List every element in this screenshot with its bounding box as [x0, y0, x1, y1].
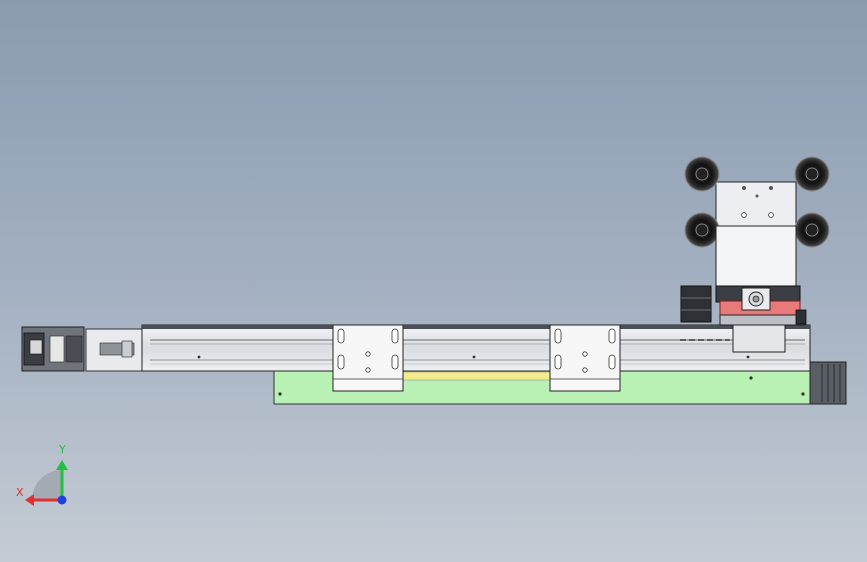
- base-hole: [749, 376, 753, 380]
- motor-detail: [49, 335, 65, 363]
- roller-wheel-bottom-left: [684, 212, 720, 248]
- rail-body: [141, 324, 811, 372]
- vertical-column: [715, 225, 797, 289]
- end-cap-fins: [821, 364, 841, 402]
- yellow-strip: [401, 371, 553, 381]
- mount-hole: [755, 194, 759, 198]
- base-hole: [278, 392, 282, 396]
- motor-detail: [65, 335, 83, 363]
- mount-hole: [769, 186, 773, 190]
- rail-top-edge: [142, 325, 810, 329]
- motor-connector: [29, 339, 43, 355]
- slider-plate-2: [549, 324, 621, 392]
- slider-plate-1: [332, 324, 404, 392]
- coupling-clamp: [121, 340, 133, 358]
- wheel-mount-plate: [715, 181, 797, 227]
- slide-base: [719, 314, 805, 326]
- axis-label-x: X: [16, 486, 24, 499]
- rail-screw: [197, 355, 201, 359]
- rail-screw: [472, 355, 476, 359]
- base-hole: [801, 392, 805, 396]
- carriage-block: [732, 321, 786, 353]
- mount-hole: [768, 212, 774, 218]
- slide-clamp: [795, 309, 807, 325]
- mount-hole: [741, 212, 747, 218]
- pneumatic-cylinder: [680, 285, 712, 323]
- roller-wheel-bottom-right: [794, 212, 830, 248]
- rail-screw: [746, 355, 750, 359]
- roller-wheel-top-right: [794, 156, 830, 192]
- bearing-inner: [752, 295, 760, 303]
- axis-label-y: Y: [59, 443, 66, 456]
- mount-hole: [742, 186, 746, 190]
- roller-wheel-top-left: [684, 156, 720, 192]
- coordinate-triad: [25, 460, 68, 506]
